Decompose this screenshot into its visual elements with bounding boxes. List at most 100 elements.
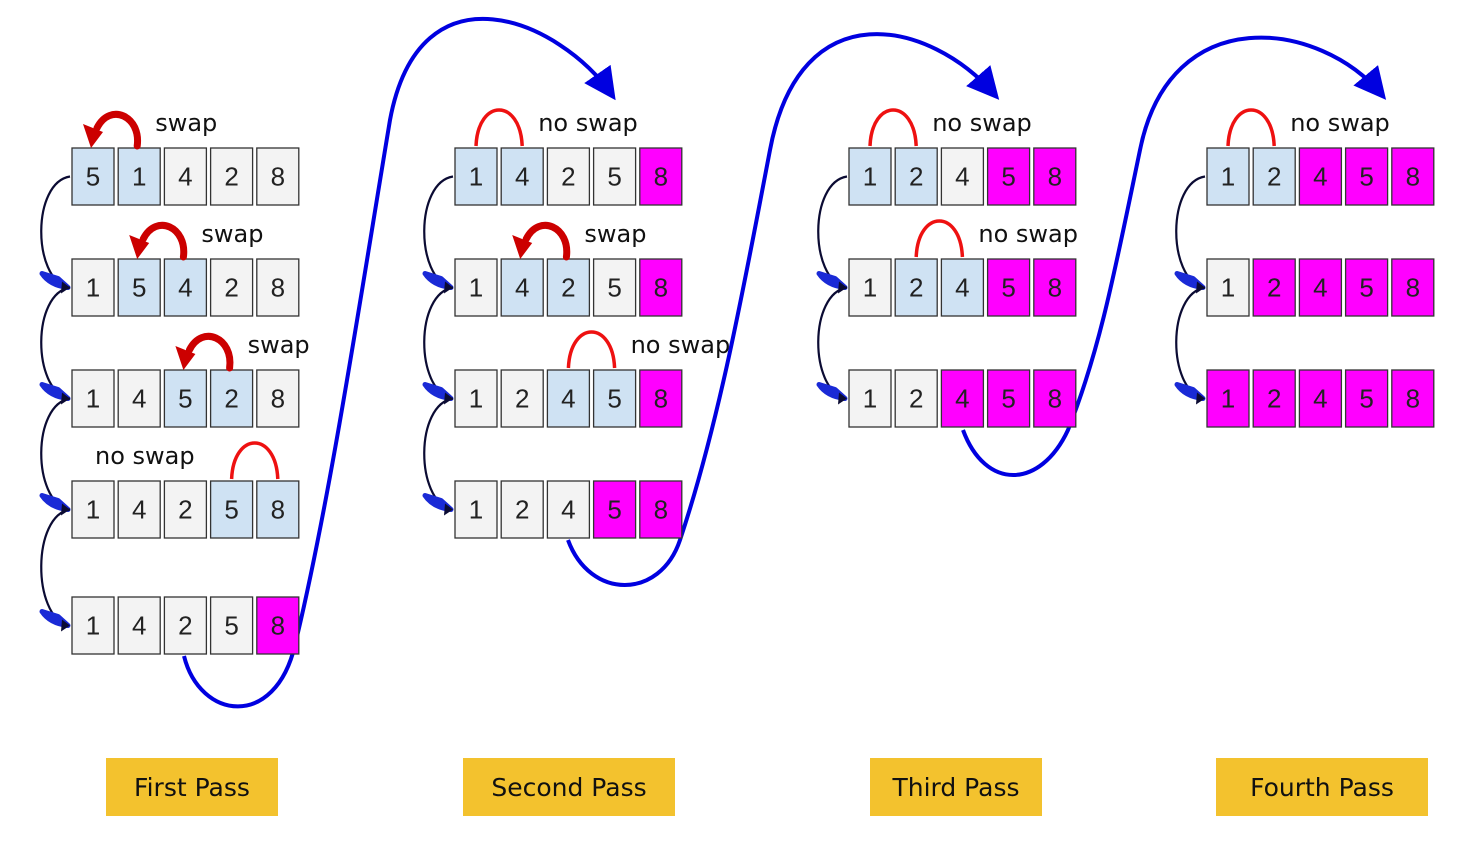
cell-box [986,147,1031,206]
no-swap-label: no swap [95,442,195,470]
no-swap-label: no swap [978,220,1078,248]
array-cell: 8 [256,480,300,539]
cell-value: 2 [515,384,529,414]
cell-value: 5 [1001,384,1015,414]
array-cell: 2 [894,147,938,206]
cell-value: 4 [1313,162,1327,192]
array-cell: 5 [986,258,1031,317]
cell-value: 8 [1048,384,1062,414]
pass-label-box [1216,758,1428,816]
next-step-arrow-tip [444,503,453,516]
cell-box [163,147,208,206]
cell-value: 8 [271,384,285,414]
swap-label: swap [201,220,263,248]
array-cell: 5 [592,147,637,206]
cell-box [940,369,985,428]
cell-box [1206,147,1250,206]
array-cell: 1 [71,480,115,539]
cell-box [209,596,254,655]
cell-value: 2 [224,273,238,303]
next-step-arrow [423,175,454,289]
swap-arrow-curve [185,332,234,372]
pass-label-box [106,758,278,816]
cell-value: 4 [515,273,529,303]
cell-value: 8 [271,162,285,192]
cell-box [1391,258,1435,317]
cell-box [894,258,938,317]
cell-value: 1 [469,384,483,414]
cell-box [1033,147,1077,206]
cell-box [1252,258,1296,317]
swap-label: swap [248,331,310,359]
cell-box [117,480,161,539]
array-cell: 4 [1298,369,1343,428]
pass-label: Fourth Pass [1216,758,1428,816]
array-cell: 4 [117,596,161,655]
cell-box [71,596,115,655]
swap-arrow-curve [139,221,188,261]
no-swap-arc [474,108,524,147]
array-cell: 8 [639,147,683,206]
array-cell: 5 [209,480,254,539]
cell-box [1344,147,1389,206]
cell-value: 4 [178,162,192,192]
pass-label-text: Second Pass [491,773,646,802]
next-step-arrow-tip [61,619,70,632]
next-step-arrow [423,286,454,400]
cell-value: 4 [955,162,969,192]
cell-box [848,258,892,317]
pass-label-text: Third Pass [891,773,1019,802]
cell-value: 8 [1406,384,1420,414]
cell-box [454,147,498,206]
array-cell: 4 [546,480,591,539]
array-cell: 4 [940,369,985,428]
array-cell: 1 [454,480,498,539]
array-cell: 8 [256,258,300,317]
next-pass-arrow [961,35,1387,477]
cell-box [940,258,985,317]
array-cell: 8 [639,480,683,539]
cell-box [1033,369,1077,428]
cell-box [500,369,544,428]
array-cell: 1 [1206,258,1250,317]
cell-value: 1 [469,495,483,525]
array-cell: 8 [639,258,683,317]
cell-value: 5 [86,162,100,192]
array-cell: 4 [940,147,985,206]
cell-value: 8 [654,495,668,525]
cell-box [500,258,544,317]
cell-box [500,147,544,206]
cell-value: 8 [654,162,668,192]
no-swap-label: no swap [631,331,731,359]
array-cell: 1 [1206,369,1250,428]
no-swap-arc [566,330,617,369]
cell-box [546,258,591,317]
cell-box [1252,369,1296,428]
array-cell: 1 [71,369,115,428]
cell-value: 2 [909,162,923,192]
array-cell: 2 [209,258,254,317]
next-step-arrow-tip [838,392,847,405]
cell-value: 1 [863,273,877,303]
array-cell: 2 [1252,369,1296,428]
swap-arrow-head [175,346,196,370]
cell-value: 4 [955,273,969,303]
array-cell: 5 [592,258,637,317]
cell-value: 1 [86,384,100,414]
swap-arrow-head [83,124,103,148]
array-cell: 1 [848,258,892,317]
array-cell: 2 [209,147,254,206]
array-cell: 1 [848,369,892,428]
cell-box [1252,147,1296,206]
next-step-arrow [1175,286,1206,400]
cell-box [454,369,498,428]
array-cell: 2 [500,369,544,428]
cell-box [117,596,161,655]
next-step-arrow [1175,175,1206,289]
